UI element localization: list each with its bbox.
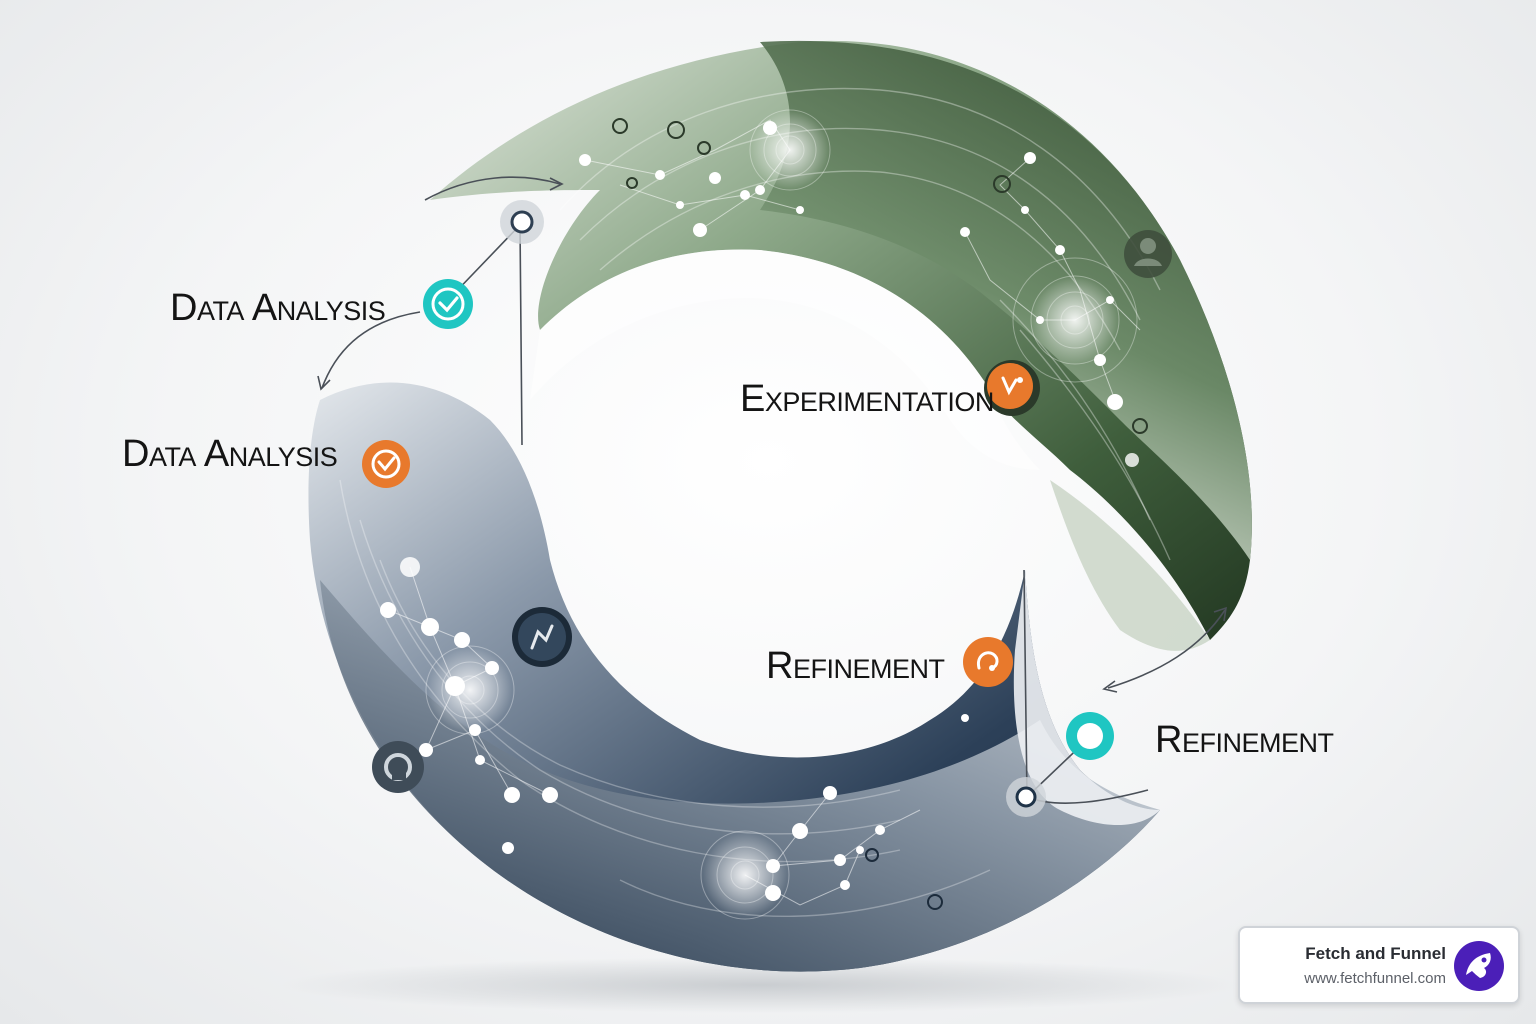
teal-ring-node-top [500, 200, 544, 244]
arrow-left-down-head [317, 375, 331, 391]
label-refinement-outer: Refinement [1155, 719, 1333, 761]
arrow-top-left-head [549, 177, 564, 191]
check-circle-icon [423, 279, 473, 329]
check-circle-icon [362, 440, 410, 488]
refresh-icon [963, 637, 1013, 687]
user-icon [1124, 230, 1172, 278]
label-data-analysis-lower: Data Analysis [122, 433, 337, 475]
watermark-brand-name: Fetch and Funnel [1305, 944, 1446, 963]
arrow-right-head-left [1102, 680, 1118, 693]
floor-shadow [280, 957, 1240, 1013]
arrow-left-down [321, 311, 421, 389]
network-nodes [380, 121, 1139, 901]
arrow-top-left [424, 176, 561, 201]
label-data-analysis-upper: Data Analysis [170, 287, 385, 329]
teal-ring-node-bottom [1006, 777, 1046, 817]
watermark-url-link[interactable]: www.fetchfunnel.com [1304, 970, 1446, 987]
label-refinement-inner: Refinement [766, 645, 944, 687]
lock-icon [372, 741, 424, 793]
network-dark-nodes [612, 118, 1148, 910]
ring-node-icon [1066, 712, 1114, 760]
watermark-card[interactable]: Fetch and Funnel www.fetchfunnel.com [1238, 926, 1520, 1004]
green-band [430, 40, 1252, 651]
flask-icon [984, 360, 1040, 416]
chart-icon [512, 607, 572, 667]
fetch-funnel-logo-icon [1454, 941, 1504, 991]
arrow-right-connector-head [1213, 606, 1227, 622]
arrow-right-connector [1107, 609, 1226, 689]
label-experimentation: Experimentation [740, 378, 994, 420]
